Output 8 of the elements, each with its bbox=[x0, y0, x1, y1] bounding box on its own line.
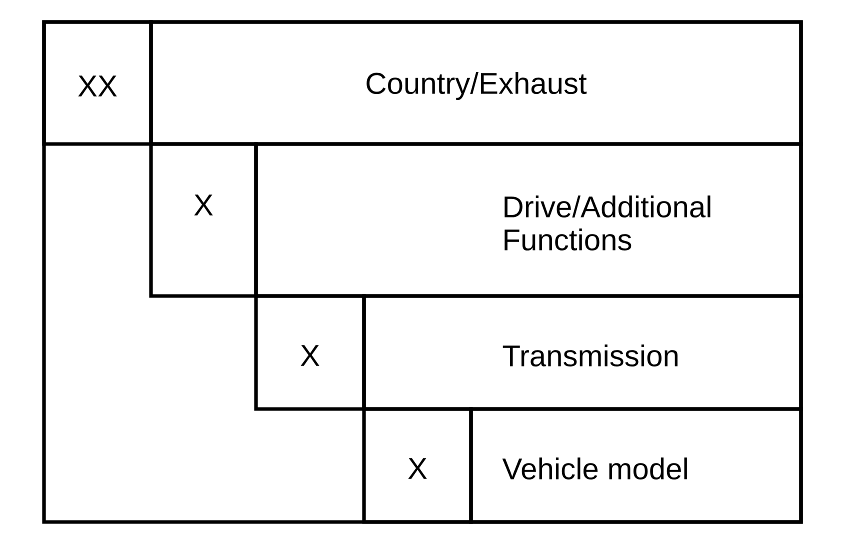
table-cell: X bbox=[362, 407, 473, 524]
table-cell: Vehicle model bbox=[469, 407, 803, 524]
table-cell: Country/Exhaust bbox=[149, 20, 803, 146]
table-cell: X bbox=[149, 142, 258, 298]
table-cell: X bbox=[254, 294, 366, 411]
table-cell: Drive/Additional Functions bbox=[254, 142, 803, 298]
table-cell: XX bbox=[42, 20, 153, 146]
table-cell: Transmission bbox=[362, 294, 803, 411]
